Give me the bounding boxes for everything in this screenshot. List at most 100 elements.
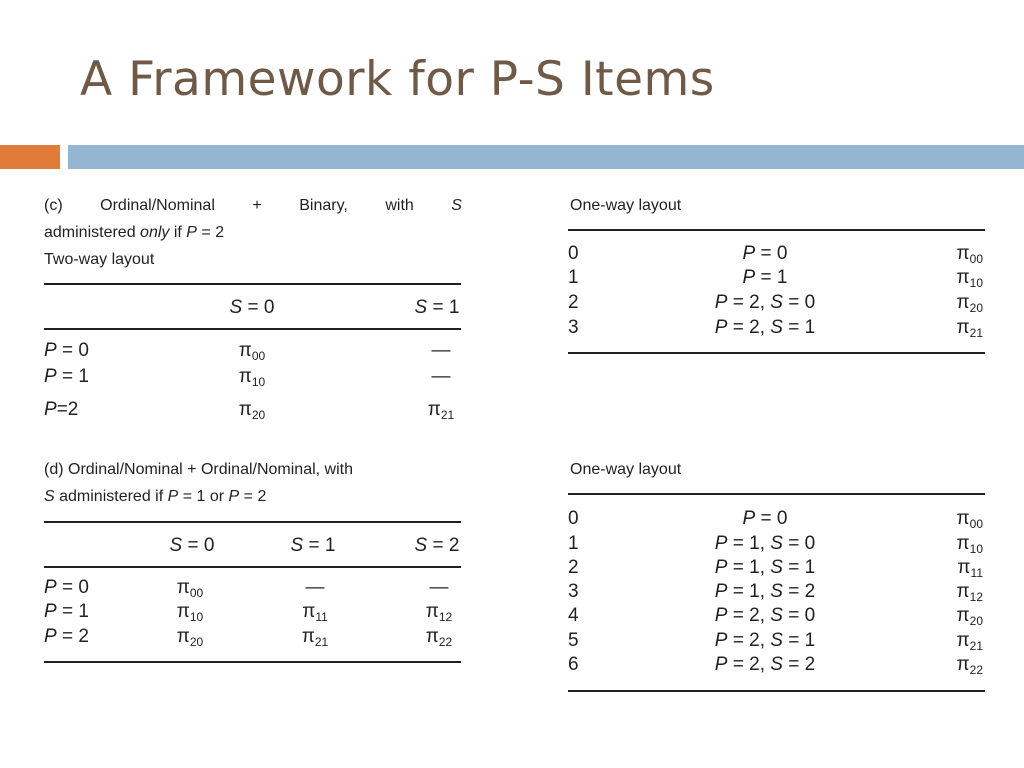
column-header: S = 0 [229, 297, 275, 318]
table-rule-top [44, 521, 461, 523]
row-condition: P = 2, S = 0 [714, 605, 816, 626]
row-index: 2 [568, 292, 579, 313]
row-index: 2 [568, 557, 579, 578]
table-cell: — [429, 577, 449, 598]
table-cell: π21 [301, 626, 329, 649]
table-cell: π20 [238, 399, 266, 422]
row-index: 1 [568, 533, 579, 554]
subscript: 21 [314, 635, 329, 649]
row-probability: π00 [956, 508, 983, 531]
subscript: 21 [440, 408, 455, 422]
subscript: 10 [969, 276, 983, 290]
panel-c-caption-line1: (c) Ordinal/Nominal + Binary, with S [44, 192, 462, 219]
panel-c-caption-line2: administered only if P = 2 [44, 224, 225, 241]
subscript: 22 [438, 635, 453, 649]
row-index: 3 [568, 581, 579, 602]
table-rule-header [44, 566, 461, 568]
row-condition: P = 2, S = 2 [714, 654, 816, 675]
subscript: 20 [969, 614, 983, 628]
column-header: S = 2 [414, 535, 460, 556]
table-cell: π00 [176, 577, 204, 600]
caption-word: S [451, 197, 462, 214]
table-cell: π21 [427, 399, 455, 422]
subscript: 00 [969, 252, 983, 266]
row-probability: π20 [956, 605, 983, 628]
subscript: 12 [969, 590, 983, 604]
table-rule-bottom [568, 690, 985, 692]
table-cell: π22 [425, 626, 453, 649]
table-rule-top [568, 493, 985, 495]
table-cell: π11 [302, 601, 328, 624]
accent-bar-orange [0, 145, 60, 169]
row-condition: P = 1, S = 2 [714, 581, 816, 602]
row-condition: P = 1, S = 0 [714, 533, 816, 554]
row-condition: P = 2, S = 1 [714, 630, 816, 651]
caption-word: Ordinal/Nominal [100, 197, 215, 214]
subscript: 12 [438, 610, 453, 624]
subscript: 10 [969, 542, 983, 556]
subscript: 21 [969, 639, 983, 653]
row-condition: P = 2, S = 0 [714, 292, 816, 313]
table-rule-header [44, 328, 461, 330]
row-index: 0 [568, 243, 579, 264]
subscript: 20 [189, 635, 204, 649]
row-probability: π00 [956, 243, 983, 266]
column-header: S = 1 [414, 297, 460, 318]
row-probability: π21 [956, 317, 983, 340]
subscript: 00 [969, 517, 983, 531]
subscript: 10 [189, 610, 204, 624]
row-probability: π10 [956, 533, 983, 556]
table-rule-bottom [44, 661, 461, 663]
table-cell: π00 [238, 340, 266, 363]
panel-c-caption-line3: Two-way layout [44, 251, 155, 268]
subscript: 00 [189, 586, 204, 600]
subscript: 11 [315, 610, 328, 624]
accent-bar-blue [68, 145, 1024, 169]
column-header: S = 1 [290, 535, 336, 556]
panel-d-caption-line2: S administered if P = 1 or P = 2 [44, 488, 267, 505]
panel-d-caption-line1: (d) Ordinal/Nominal + Ordinal/Nominal, w… [44, 461, 353, 478]
row-probability: π21 [956, 630, 983, 653]
row-probability: π10 [956, 267, 983, 290]
row-condition: P = 1, S = 1 [714, 557, 816, 578]
caption-word: + [252, 197, 262, 214]
table-cell: — [431, 366, 451, 387]
row-probability: π22 [956, 654, 983, 677]
subscript: 11 [970, 566, 983, 580]
table-rule-bottom [568, 352, 985, 354]
row-condition: P = 1 [742, 267, 788, 288]
row-label: P = 2 [44, 626, 89, 647]
row-index: 4 [568, 605, 579, 626]
row-label: P = 1 [44, 601, 89, 622]
caption-word: with [385, 197, 414, 214]
panel-c-oneway-caption: One-way layout [570, 197, 682, 214]
row-condition: P = 2, S = 1 [714, 317, 816, 338]
subscript: 00 [251, 349, 266, 363]
subscript: 22 [969, 663, 983, 677]
column-header: S = 0 [169, 535, 215, 556]
table-cell: π20 [176, 626, 204, 649]
row-label: P = 0 [44, 340, 89, 361]
table-cell: — [431, 340, 451, 361]
table-cell: π12 [425, 601, 453, 624]
row-label: P = 1 [44, 366, 89, 387]
row-probability: π11 [957, 557, 983, 580]
row-probability: π12 [956, 581, 983, 604]
row-probability: π20 [956, 292, 983, 315]
table-cell: π10 [238, 366, 266, 389]
row-index: 3 [568, 317, 579, 338]
panel-d-oneway-caption: One-way layout [570, 461, 682, 478]
subscript: 21 [969, 326, 983, 340]
caption-word: Binary, [299, 197, 348, 214]
row-index: 1 [568, 267, 579, 288]
row-index: 6 [568, 654, 579, 675]
row-label: P=2 [44, 399, 79, 420]
row-label: P = 0 [44, 577, 89, 598]
table-rule-top [44, 283, 461, 285]
row-condition: P = 0 [742, 508, 788, 529]
panel-c-caption: (c) Ordinal/Nominal + Binary, with S adm… [44, 192, 462, 273]
row-index: 5 [568, 630, 579, 651]
subscript: 10 [251, 375, 266, 389]
caption-word: (c) [44, 197, 63, 214]
panel-d-caption: (d) Ordinal/Nominal + Ordinal/Nominal, w… [44, 456, 353, 510]
